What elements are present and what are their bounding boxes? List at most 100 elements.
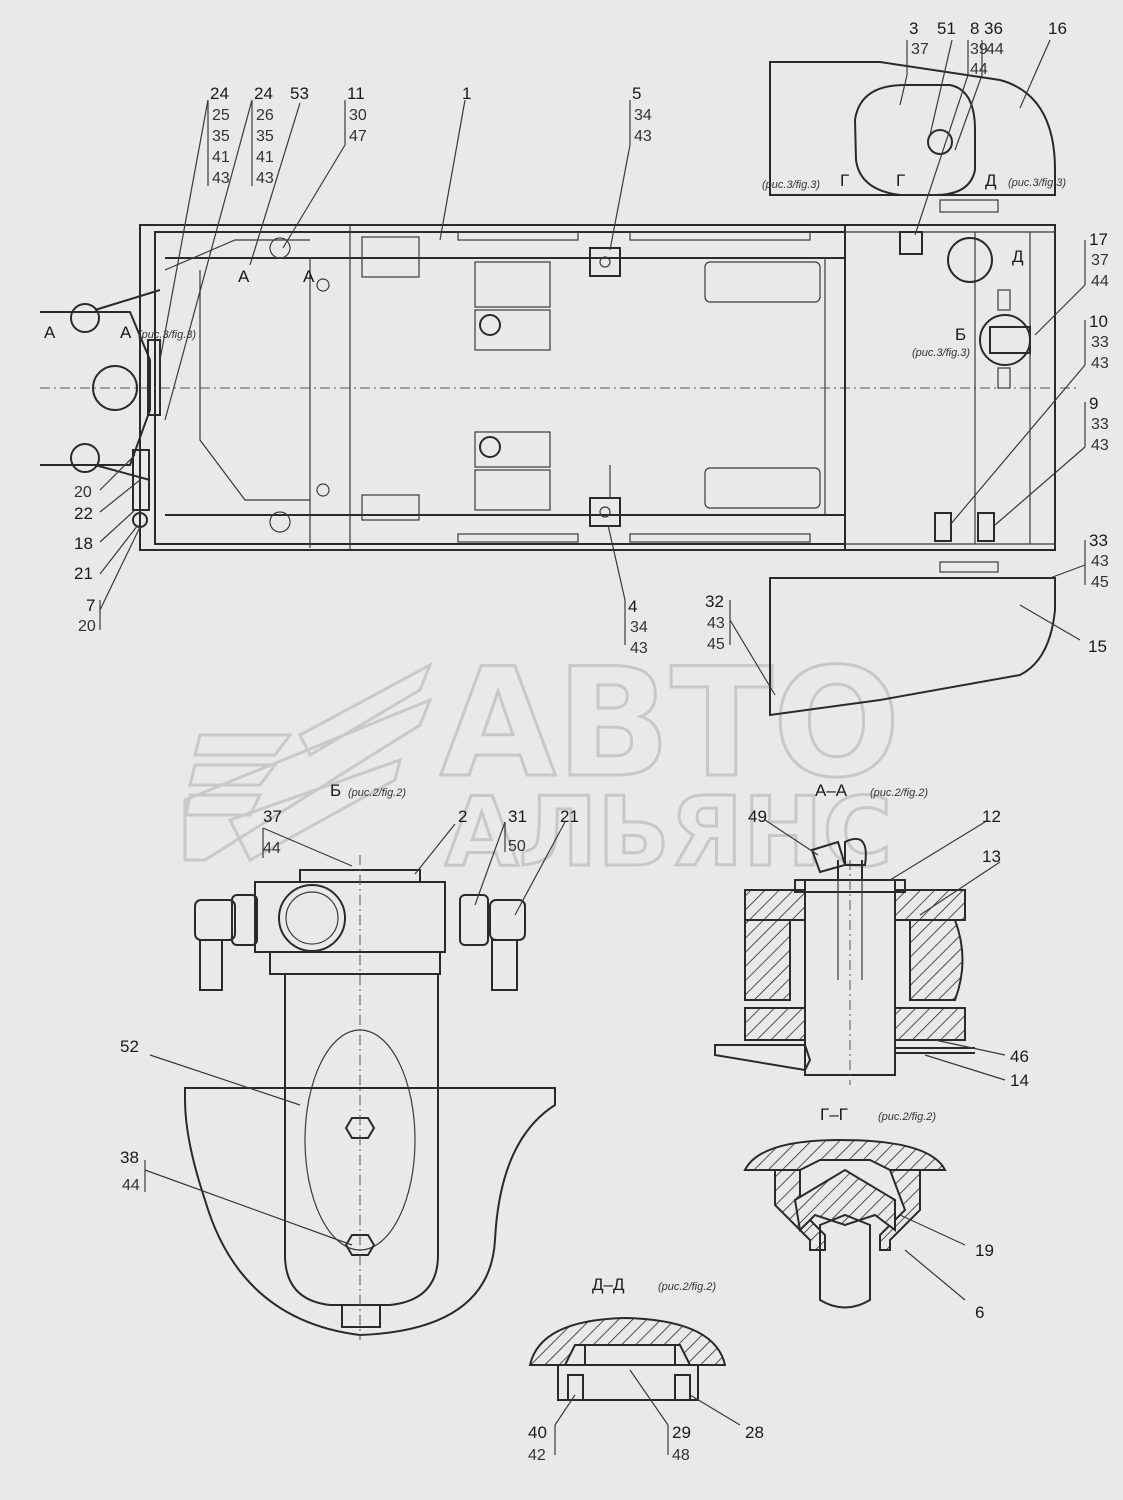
callout-9: 9 <box>1089 394 1098 413</box>
callout-15: 15 <box>1088 637 1107 656</box>
callout-5: 5 <box>632 84 641 103</box>
callout-44b: 44 <box>986 41 1004 58</box>
callout-39: 39 <box>970 41 988 58</box>
main-callouts: 24 25 35 41 43 24 26 35 41 43 53 11 30 4… <box>74 19 1109 657</box>
view-b-callout-31: 31 <box>508 807 527 826</box>
view-b-callout-44: 44 <box>263 840 281 857</box>
callout-43c: 43 <box>634 128 652 145</box>
section-dd-ref: (рис.2/fig.2) <box>658 1281 716 1293</box>
callout-24b: 24 <box>254 84 273 103</box>
callout-43h: 43 <box>630 640 648 657</box>
callout-18: 18 <box>74 534 93 553</box>
section-dd-callout-48: 48 <box>672 1447 690 1464</box>
section-b-mark: Б <box>955 325 966 344</box>
section-g-right: Г <box>896 171 905 190</box>
callout-20b: 20 <box>78 618 96 635</box>
ref-fig3-a: (рис.3/fig.3) <box>138 329 196 341</box>
callout-43g: 43 <box>707 615 725 632</box>
section-aa-callout-49: 49 <box>748 807 767 826</box>
callout-1: 1 <box>462 84 471 103</box>
callout-7: 7 <box>86 596 95 615</box>
view-b-filter: Б (рис.2/fig.2) 37 44 <box>120 781 579 1340</box>
callout-17: 17 <box>1089 230 1108 249</box>
section-dd-callout-42: 42 <box>528 1447 546 1464</box>
callout-43e: 43 <box>1091 437 1109 454</box>
callout-10: 10 <box>1089 312 1108 331</box>
section-d-mid: Д <box>1012 247 1024 266</box>
section-dd: Д–Д (рис.2/fig.2) 40 42 29 48 28 <box>528 1275 764 1464</box>
section-gg-title: Г–Г <box>820 1105 848 1124</box>
section-gg-callout-6: 6 <box>975 1303 984 1322</box>
callout-20a: 20 <box>74 484 92 501</box>
callout-37b: 37 <box>1091 252 1109 269</box>
ref-fig3-b: (рис.3/fig.3) <box>912 347 970 359</box>
callout-3: 3 <box>909 19 918 38</box>
ref-fig3-d: (рис.3/fig.3) <box>1008 177 1066 189</box>
section-gg-ref: (рис.2/fig.2) <box>878 1111 936 1123</box>
callout-16: 16 <box>1048 19 1067 38</box>
callout-43a: 43 <box>212 170 230 187</box>
callout-41b: 41 <box>256 149 274 166</box>
section-aa-ref: (рис.2/fig.2) <box>870 787 928 799</box>
callout-43d: 43 <box>1091 355 1109 372</box>
callout-41a: 41 <box>212 149 230 166</box>
callout-47: 47 <box>349 128 367 145</box>
view-b-callout-38: 38 <box>120 1148 139 1167</box>
view-b-callout-50: 50 <box>508 838 526 855</box>
section-gg: Г–Г (рис.2/fig.2) 19 6 <box>743 1105 994 1322</box>
callout-36: 36 <box>984 19 1003 38</box>
callout-43b: 43 <box>256 170 274 187</box>
callout-4: 4 <box>628 597 637 616</box>
section-a-top-1: А <box>238 267 250 286</box>
callout-35a: 35 <box>212 128 230 145</box>
callout-26: 26 <box>256 107 274 124</box>
watermark-logo-icon <box>183 661 433 863</box>
callout-25: 25 <box>212 107 230 124</box>
callout-32: 32 <box>705 592 724 611</box>
watermark: АВТО АЛЬЯНС <box>183 636 902 890</box>
section-aa-title: А–А <box>815 781 848 800</box>
view-b-callout-52: 52 <box>120 1037 139 1056</box>
callout-45b: 45 <box>707 636 725 653</box>
view-b-title: Б <box>330 781 341 800</box>
callout-22: 22 <box>74 504 93 523</box>
callout-34a: 34 <box>634 107 652 124</box>
section-dd-callout-28: 28 <box>745 1423 764 1442</box>
ref-fig3-g: (рис.3/fig.3) <box>762 179 820 191</box>
callout-34b: 34 <box>630 619 648 636</box>
section-dd-callout-29: 29 <box>672 1423 691 1442</box>
section-aa-callout-13: 13 <box>982 847 1001 866</box>
section-aa-callout-14: 14 <box>1010 1071 1029 1090</box>
callout-35b: 35 <box>256 128 274 145</box>
view-b-callout-21: 21 <box>560 807 579 826</box>
callout-45a: 45 <box>1091 574 1109 591</box>
callout-33a: 33 <box>1091 334 1109 351</box>
view-b-callout-37: 37 <box>263 807 282 826</box>
section-g-left: Г <box>840 171 849 190</box>
section-aa: А–А (рис.2/fig.2) 49 12 13 46 14 <box>714 781 1029 1090</box>
callout-43f: 43 <box>1091 553 1109 570</box>
callout-33b: 33 <box>1091 416 1109 433</box>
section-dd-callout-40: 40 <box>528 1423 547 1442</box>
view-b-ref: (рис.2/fig.2) <box>348 787 406 799</box>
main-frame-view <box>40 61 1080 717</box>
section-d-right: Д <box>985 171 997 190</box>
watermark-line-1: АВТО <box>440 637 900 811</box>
callout-24a: 24 <box>210 84 229 103</box>
section-gg-callout-19: 19 <box>975 1241 994 1260</box>
section-aa-callout-46: 46 <box>1010 1047 1029 1066</box>
callout-8: 8 <box>970 19 979 38</box>
section-a-left: А <box>44 323 56 342</box>
tank-bottom <box>769 577 1056 717</box>
callout-53: 53 <box>290 84 309 103</box>
callout-51: 51 <box>937 19 956 38</box>
view-b-callout-44b: 44 <box>122 1177 140 1194</box>
callout-44c: 44 <box>1091 273 1109 290</box>
leader-lines <box>99 39 1086 696</box>
view-b-callout-2: 2 <box>458 807 467 826</box>
section-a-right: А <box>120 323 132 342</box>
section-marks: А А А А (рис.3/fig.3) Г Г (рис.3/fig.3) … <box>44 171 1066 359</box>
section-aa-callout-12: 12 <box>982 807 1001 826</box>
